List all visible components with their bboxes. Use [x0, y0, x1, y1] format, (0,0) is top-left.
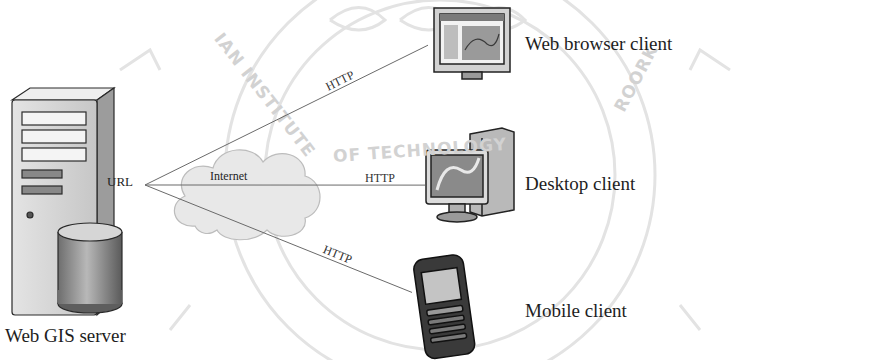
cloud-outline	[174, 150, 320, 240]
mobile-phone-icon	[413, 254, 476, 360]
phone-keys	[430, 333, 466, 343]
node-label: Web browser client	[525, 33, 672, 55]
power-led	[27, 212, 33, 218]
database-body	[58, 290, 122, 304]
monitor-screen	[440, 14, 504, 64]
screen-swirl	[437, 158, 479, 190]
monitor-frame	[434, 8, 510, 72]
map-road	[465, 34, 499, 50]
map-view	[462, 26, 500, 60]
watermark-emblem	[120, 0, 730, 360]
phone-keys	[427, 305, 463, 316]
phone-body	[413, 254, 476, 360]
drive-bay	[22, 130, 86, 143]
protocol-label: HTTP	[365, 172, 395, 185]
node-label: Desktop client	[525, 173, 635, 195]
cloud-shape	[165, 138, 325, 243]
client-node: Desktop client	[425, 128, 665, 230]
client-node: Mobile client	[412, 255, 662, 359]
protocol-label: HTTP	[321, 244, 354, 267]
monitor-screen	[431, 155, 483, 197]
node-label: Web GIS server	[5, 325, 126, 347]
browser-monitor-icon	[434, 8, 510, 79]
phone-screen	[421, 268, 461, 305]
phone-keys	[428, 315, 464, 325]
monitor-stand	[462, 72, 482, 79]
server-icon	[12, 88, 122, 315]
database-body	[58, 232, 122, 304]
browser-bar	[440, 14, 504, 21]
server-node: URL Web GIS server	[5, 95, 145, 357]
browser-panel	[444, 25, 458, 59]
drive-slot	[22, 170, 62, 178]
node-label: Mobile client	[525, 300, 627, 322]
monitor-base	[437, 212, 477, 222]
drive-bay	[22, 148, 86, 161]
phone-keys	[429, 324, 465, 334]
protocol-label: HTTP	[324, 69, 357, 94]
drive-bay	[22, 112, 86, 125]
cloud-label: Internet	[210, 170, 247, 184]
database-top	[58, 223, 122, 241]
client-node: Web browser client	[428, 5, 698, 87]
drive-slot	[22, 186, 62, 194]
cloud-node: Internet	[165, 138, 325, 243]
url-label: URL	[107, 175, 133, 190]
